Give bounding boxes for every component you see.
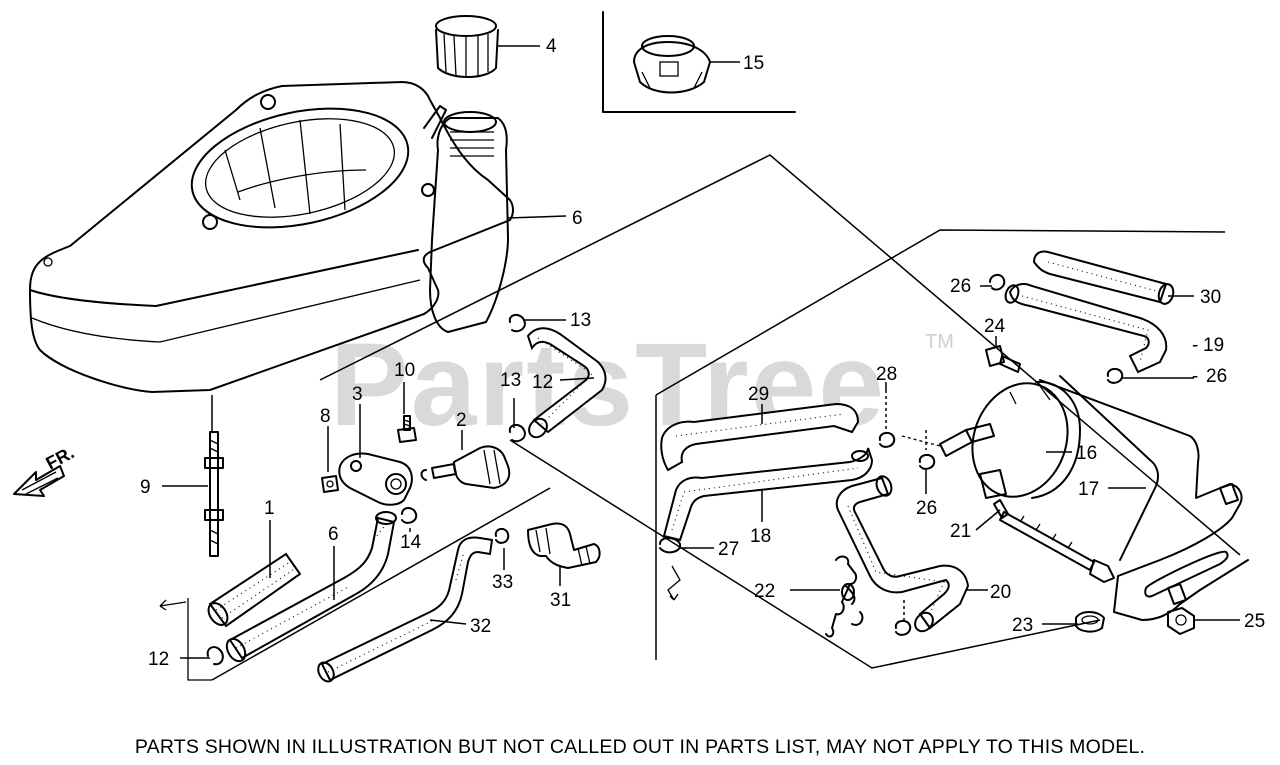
clamp-part-26-right [1106, 368, 1124, 384]
clamp-part-27 [659, 537, 682, 554]
screw-part-21 [993, 499, 1115, 583]
callout-13-lower: 13 [500, 370, 521, 391]
callout-15: 15 [743, 53, 764, 74]
clamp-part-13-lower [508, 424, 526, 443]
callout-30: 30 [1200, 287, 1221, 308]
callout-labels: 4 15 6 13 12 13 10 3 8 2 9 1 6 14 12 33 … [140, 36, 1265, 670]
callout-18: 18 [750, 526, 771, 547]
hose-part-20 [835, 475, 970, 633]
stud-part-9 [204, 395, 224, 557]
callout-26-right: 26 [1206, 366, 1227, 387]
hose-part-32 [317, 536, 494, 683]
hose-part-5 [225, 511, 397, 663]
callout-17: 17 [1078, 479, 1099, 500]
assembly-boundaries [211, 154, 1241, 681]
hose-part-19 [1004, 283, 1168, 374]
callout-27: 27 [718, 539, 739, 560]
clamp-part-26-top [989, 274, 1006, 291]
clip-part-22 [825, 555, 864, 638]
nut-part-23 [1075, 611, 1105, 633]
callout-33: 33 [492, 572, 513, 593]
callout-32: 32 [470, 616, 491, 637]
fuel-cap-part-4 [435, 15, 499, 78]
nut-part-8 [321, 475, 339, 493]
clamp-part-28 [878, 390, 896, 448]
callout-2: 2 [456, 410, 467, 431]
callout-31: 31 [550, 590, 571, 611]
fuel-joint-part-2 [420, 445, 511, 489]
callout-16: 16 [1076, 443, 1097, 464]
callout-14: 14 [400, 532, 422, 553]
hose-part-1 [207, 552, 302, 628]
callout-26-middle: 26 [916, 498, 937, 519]
callout-19-dash: - [1192, 335, 1198, 356]
callout-1: 1 [264, 498, 275, 519]
callout-28: 28 [876, 364, 897, 385]
front-direction-indicator: FR. [13, 442, 77, 497]
callout-24: 24 [984, 316, 1006, 337]
callout-23: 23 [1012, 615, 1033, 636]
leader-lines [162, 45, 1240, 659]
callout-20: 20 [990, 582, 1011, 603]
clip-part-33 [494, 528, 510, 544]
engine-cover-part-6 [29, 81, 514, 393]
parts-disclaimer-note: PARTS SHOWN IN ILLUSTRATION BUT NOT CALL… [134, 736, 1146, 758]
flow-arrows [159, 565, 681, 681]
watermark-trademark: TM [925, 331, 954, 353]
callout-29: 29 [748, 384, 769, 405]
callout-25: 25 [1244, 611, 1265, 632]
callout-3: 3 [352, 384, 363, 405]
hose-part-18 [662, 447, 874, 542]
hose-part-11 [526, 327, 607, 439]
bolt-part-24 [985, 345, 1021, 373]
watermark: PartsTree TM [330, 319, 954, 451]
callout-19: 19 [1203, 335, 1224, 356]
front-direction-label: FR. [42, 442, 77, 473]
hose-part-29 [660, 402, 860, 472]
clamp-part-26-middle [918, 430, 936, 470]
watermark-brand: PartsTree [330, 319, 886, 451]
callout-4: 4 [546, 36, 557, 57]
clip-lower [894, 600, 912, 636]
fuel-cap-part-15 [602, 11, 796, 113]
callout-8: 8 [320, 406, 331, 427]
callout-11: 12 [532, 372, 553, 393]
callout-13-upper: 13 [570, 310, 591, 331]
bracket-part-17 [1039, 375, 1249, 621]
callout-21: 21 [950, 521, 971, 542]
fuel-valve-part-3 [338, 452, 413, 506]
fitting-part-31 [527, 522, 601, 569]
callout-6: 6 [572, 208, 583, 229]
clip-part-14 [401, 507, 418, 524]
clip-part-12 [206, 646, 224, 666]
canister-part-16 [901, 380, 1081, 499]
callout-9: 9 [140, 477, 151, 498]
callout-26-top: 26 [950, 276, 971, 297]
bolt-part-10 [397, 415, 417, 443]
callout-10: 10 [394, 360, 415, 381]
callout-5: 6 [328, 524, 339, 545]
callout-22: 22 [754, 581, 775, 602]
callout-12: 12 [148, 649, 169, 670]
bolt-part-25 [1167, 607, 1195, 635]
callout-26-right-dash: - [1192, 366, 1198, 387]
